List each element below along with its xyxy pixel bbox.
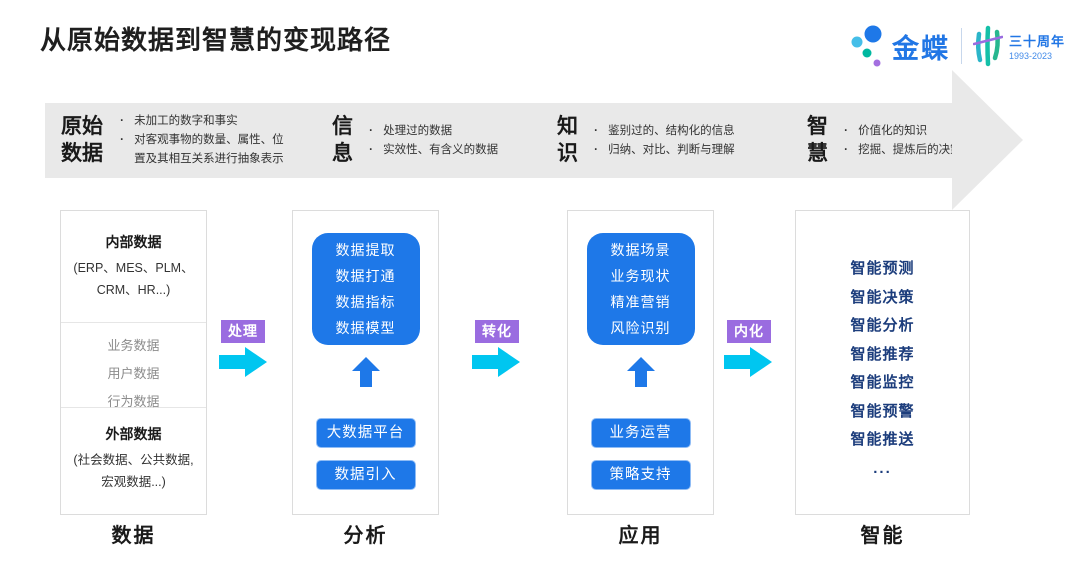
stage-point: 未加工的数字和事实 <box>118 112 294 131</box>
page-title: 从原始数据到智慧的变现路径 <box>40 25 392 55</box>
external-data-subtitle: (社会数据、公共数据, 宏观数据...) <box>73 453 194 489</box>
stage-point: 对客观事物的数量、属性、位置及其相互关系进行抽象表示 <box>118 131 294 169</box>
column-analysis: 数据提取 数据打通 数据指标 数据模型 大数据平台 数据引入 <box>292 210 439 515</box>
intelligence-item: 智能推送 <box>850 431 915 448</box>
intelligence-list: 智能预测 智能决策 智能分析 智能推荐 智能监控 智能预警 智能推送 ... <box>796 211 969 483</box>
external-data-section: 外部数据 (社会数据、公共数据, 宏观数据...) <box>61 407 206 514</box>
footer-label-application: 应用 <box>618 525 663 547</box>
stage-label: 信息 <box>332 115 353 165</box>
footer-label-intelligence: 智能 <box>860 525 905 547</box>
middle-data-item: 业务数据 <box>107 338 160 353</box>
up-arrow-icon <box>351 357 380 387</box>
intelligence-item: 智能推荐 <box>850 345 915 363</box>
stages-banner: 原始数据 未加工的数字和事实 对客观事物的数量、属性、位置及其相互关系进行抽象表… <box>45 103 985 178</box>
stage-points: 鉴别过的、结构化的信息 归纳、对比、判断与理解 <box>592 122 735 160</box>
application-card: 数据场景 业务现状 精准营销 风险识别 <box>586 233 695 345</box>
footer-label-analysis: 分析 <box>343 525 388 547</box>
internal-data-subtitle: (ERP、MES、PLM、CRM、HR...) <box>73 261 194 297</box>
application-card-line: 风险识别 <box>610 320 671 336</box>
application-card-line: 业务现状 <box>610 268 671 284</box>
banner-stage-raw-data: 原始数据 未加工的数字和事实 对客观事物的数量、属性、位置及其相互关系进行抽象表… <box>61 103 294 178</box>
brand-name: 金蝶 <box>892 33 950 64</box>
analysis-card-line: 数据模型 <box>335 320 396 336</box>
middle-data-item: 用户数据 <box>107 366 160 381</box>
analysis-card: 数据提取 数据打通 数据指标 数据模型 <box>311 233 420 345</box>
internal-data-title: 内部数据 <box>105 234 162 250</box>
intelligence-item: 智能预警 <box>850 402 915 420</box>
banner-stage-wisdom: 智慧 价值化的知识 挖掘、提炼后的决策能力 <box>807 103 985 178</box>
stage-label: 智慧 <box>807 115 828 165</box>
arrow-head <box>952 70 1023 210</box>
stage-point: 价值化的知识 <box>842 122 985 141</box>
stage-point: 归纳、对比、判断与理解 <box>592 141 735 160</box>
up-arrow-icon <box>626 357 655 387</box>
connector-label-process: 处理 <box>221 320 265 343</box>
intelligence-item: 智能预测 <box>850 260 915 277</box>
anniversary-text: 三十周年 1993-2023 <box>1009 31 1065 61</box>
logo-divider <box>961 28 962 64</box>
connector-label-internalize: 内化 <box>727 320 771 343</box>
business-operation-button: 业务运营 <box>590 418 691 448</box>
intelligence-item: 智能决策 <box>850 288 915 306</box>
big-data-platform-button: 大数据平台 <box>315 418 416 448</box>
intelligence-item: 智能监控 <box>850 374 915 391</box>
footer-label-data: 数据 <box>111 525 156 547</box>
application-card-line: 数据场景 <box>610 242 671 258</box>
stage-point: 处理过的数据 <box>367 122 498 141</box>
middle-data-section: 业务数据 用户数据 行为数据 <box>61 322 206 409</box>
column-intelligence: 智能预测 智能决策 智能分析 智能推荐 智能监控 智能预警 智能推送 ... <box>795 210 970 515</box>
analysis-card-line: 数据提取 <box>335 242 396 258</box>
connector-label-transform: 转化 <box>475 320 519 343</box>
banner-stage-information: 信息 处理过的数据 实效性、有含义的数据 <box>332 103 498 178</box>
intelligence-item: 智能分析 <box>850 317 915 334</box>
right-arrow-icon <box>724 347 772 377</box>
analysis-card-line: 数据打通 <box>335 268 396 284</box>
kingdee-logo-dots-icon <box>851 25 882 67</box>
stage-point: 鉴别过的、结构化的信息 <box>592 122 735 141</box>
right-arrow-icon <box>219 347 267 377</box>
external-data-title: 外部数据 <box>105 426 162 442</box>
right-arrow-icon <box>472 347 520 377</box>
thirty-anniversary-mark-icon <box>973 25 1003 67</box>
analysis-card-line: 数据指标 <box>335 294 396 310</box>
column-application: 数据场景 业务现状 精准营销 风险识别 业务运营 策略支持 <box>567 210 714 515</box>
anniversary-years: 1993-2023 <box>1009 51 1053 61</box>
kingdee-logo: 金蝶 三十周年 1993-2023 <box>850 20 1065 72</box>
stage-points: 处理过的数据 实效性、有含义的数据 <box>367 122 498 160</box>
application-card-line: 精准营销 <box>610 294 671 310</box>
anniversary-title: 三十周年 <box>1009 34 1066 49</box>
banner-stage-knowledge: 知识 鉴别过的、结构化的信息 归纳、对比、判断与理解 <box>557 103 735 178</box>
data-import-button: 数据引入 <box>315 460 416 490</box>
stage-points: 未加工的数字和事实 对客观事物的数量、属性、位置及其相互关系进行抽象表示 <box>118 112 294 169</box>
stage-label: 知识 <box>557 115 578 165</box>
intelligence-more: ... <box>873 459 892 477</box>
stage-point: 实效性、有含义的数据 <box>367 141 498 160</box>
strategy-support-button: 策略支持 <box>590 460 691 490</box>
column-data: 内部数据 (ERP、MES、PLM、CRM、HR...) 业务数据 用户数据 行… <box>60 210 207 515</box>
stage-label: 原始数据 <box>61 115 103 165</box>
middle-data-item: 行为数据 <box>107 394 160 409</box>
internal-data-section: 内部数据 (ERP、MES、PLM、CRM、HR...) <box>61 211 206 322</box>
